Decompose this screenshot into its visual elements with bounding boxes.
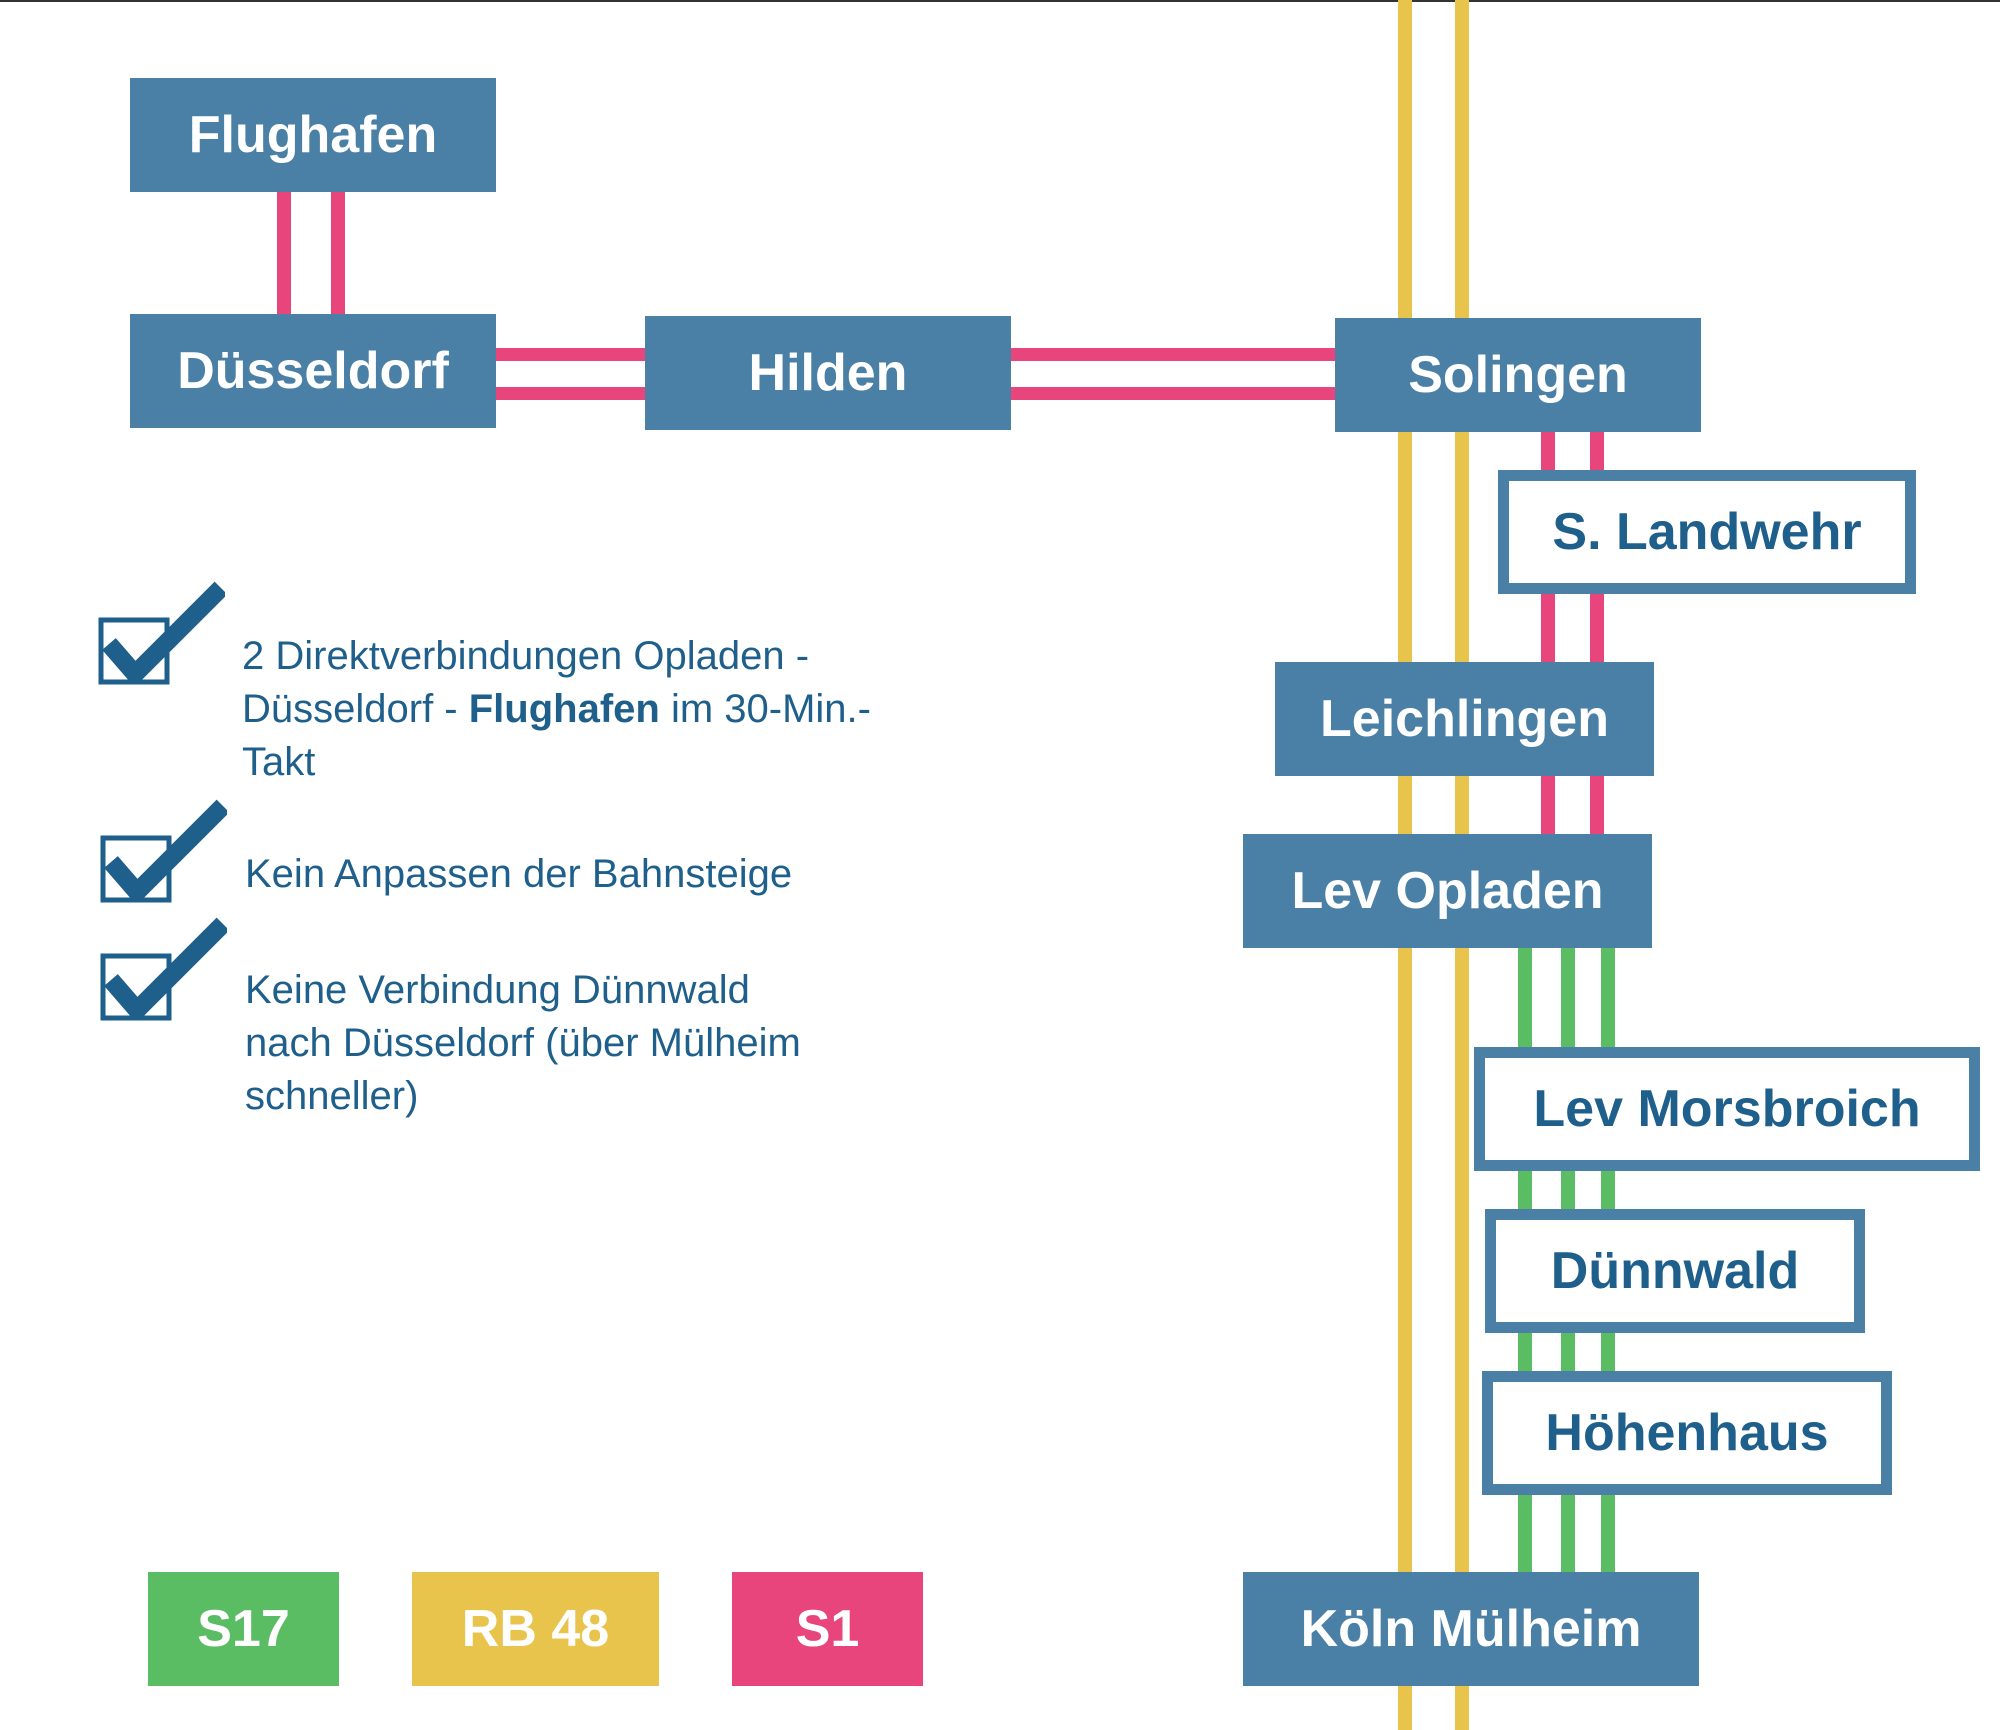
station-solingen: Solingen bbox=[1335, 318, 1701, 432]
benefit-duennwald: Keine Verbindung Dünnwald nach Düsseldor… bbox=[245, 968, 801, 1118]
station-duesseldorf: Düsseldorf bbox=[130, 314, 496, 428]
legend-rb48: RB 48 bbox=[412, 1572, 659, 1686]
checkbox-check-icon bbox=[100, 917, 227, 1021]
legend-s17: S17 bbox=[148, 1572, 339, 1686]
top-border bbox=[0, 0, 2000, 2]
station-lev-opladen: Lev Opladen bbox=[1243, 834, 1652, 948]
station-leichlingen: Leichlingen bbox=[1275, 662, 1654, 776]
benefit-platforms: Kein Anpassen der Bahnsteige bbox=[245, 852, 793, 896]
benefit-1-bold: Flughafen bbox=[468, 687, 660, 731]
station-hilden: Hilden bbox=[645, 316, 1011, 430]
legend-s1: S1 bbox=[732, 1572, 923, 1686]
s1-line-flughafen-a bbox=[277, 190, 291, 315]
s1-line-flughafen-b bbox=[331, 190, 345, 315]
benefit-direct-connections: 2 Direktverbindungen Opladen - Düsseldor… bbox=[242, 630, 892, 789]
benefit-1-text-a: 2 Direktverbindungen Opladen - Düsseldor… bbox=[242, 634, 810, 731]
station-duennwald: Dünnwald bbox=[1485, 1209, 1865, 1333]
benefit-1-text-b: im 30-Min.-Takt bbox=[242, 687, 871, 784]
station-s-landwehr: S. Landwehr bbox=[1498, 470, 1916, 594]
checkbox-check-icon bbox=[100, 799, 227, 903]
station-koeln-muelheim: Köln Mülheim bbox=[1243, 1572, 1699, 1686]
checkbox-check-icon bbox=[98, 581, 225, 685]
station-lev-morsbroich: Lev Morsbroich bbox=[1474, 1047, 1980, 1171]
station-flughafen: Flughafen bbox=[130, 78, 496, 192]
station-hoehenhaus: Höhenhaus bbox=[1482, 1371, 1892, 1495]
